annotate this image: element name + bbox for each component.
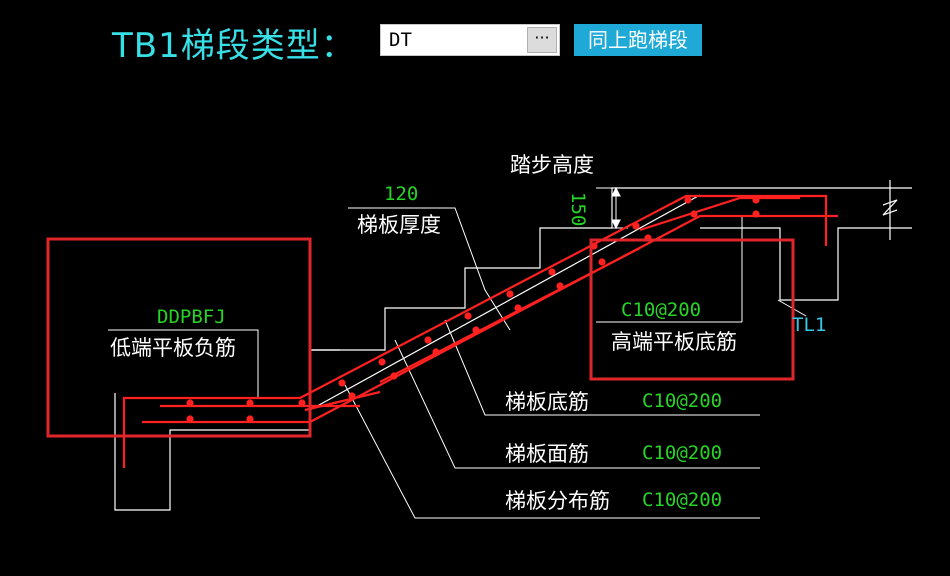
rebar-lines	[122, 194, 838, 468]
page-title: TB1梯段类型：	[112, 26, 356, 66]
stair-type-value[interactable]: DT	[389, 29, 412, 51]
beam-label: TL1	[792, 314, 826, 336]
high-end-highlight	[589, 238, 795, 381]
slab-thickness-label: 梯板厚度	[357, 213, 441, 237]
slab-thickness-value: 120	[384, 183, 418, 205]
top-bar-label: 梯板面筋	[505, 442, 589, 466]
same-as-above-button[interactable]: 同上跑梯段	[574, 24, 702, 56]
bottom-bar-label: 梯板底筋	[505, 390, 589, 414]
high-end-label: 高端平板底筋	[611, 330, 737, 354]
leader-lines	[108, 207, 807, 519]
high-end-value: C10@200	[621, 299, 701, 321]
top-bar-value: C10@200	[642, 442, 722, 464]
highlight-boxes	[46, 237, 795, 438]
low-end-code: DDPBFJ	[157, 306, 226, 328]
low-end-label: 低端平板负筋	[110, 336, 236, 360]
step-height-label: 踏步高度	[510, 153, 594, 177]
stair-type-field[interactable]: DT ···	[380, 24, 560, 56]
step-height-dimension	[596, 186, 628, 230]
low-end-highlight	[46, 237, 312, 438]
break-line	[882, 180, 898, 240]
dist-bar-label: 梯板分布筋	[505, 489, 610, 513]
more-options-button[interactable]: ···	[527, 27, 557, 53]
step-height-value: 150	[567, 192, 589, 226]
dist-bar-value: C10@200	[642, 489, 722, 511]
bottom-bar-value: C10@200	[642, 390, 722, 412]
